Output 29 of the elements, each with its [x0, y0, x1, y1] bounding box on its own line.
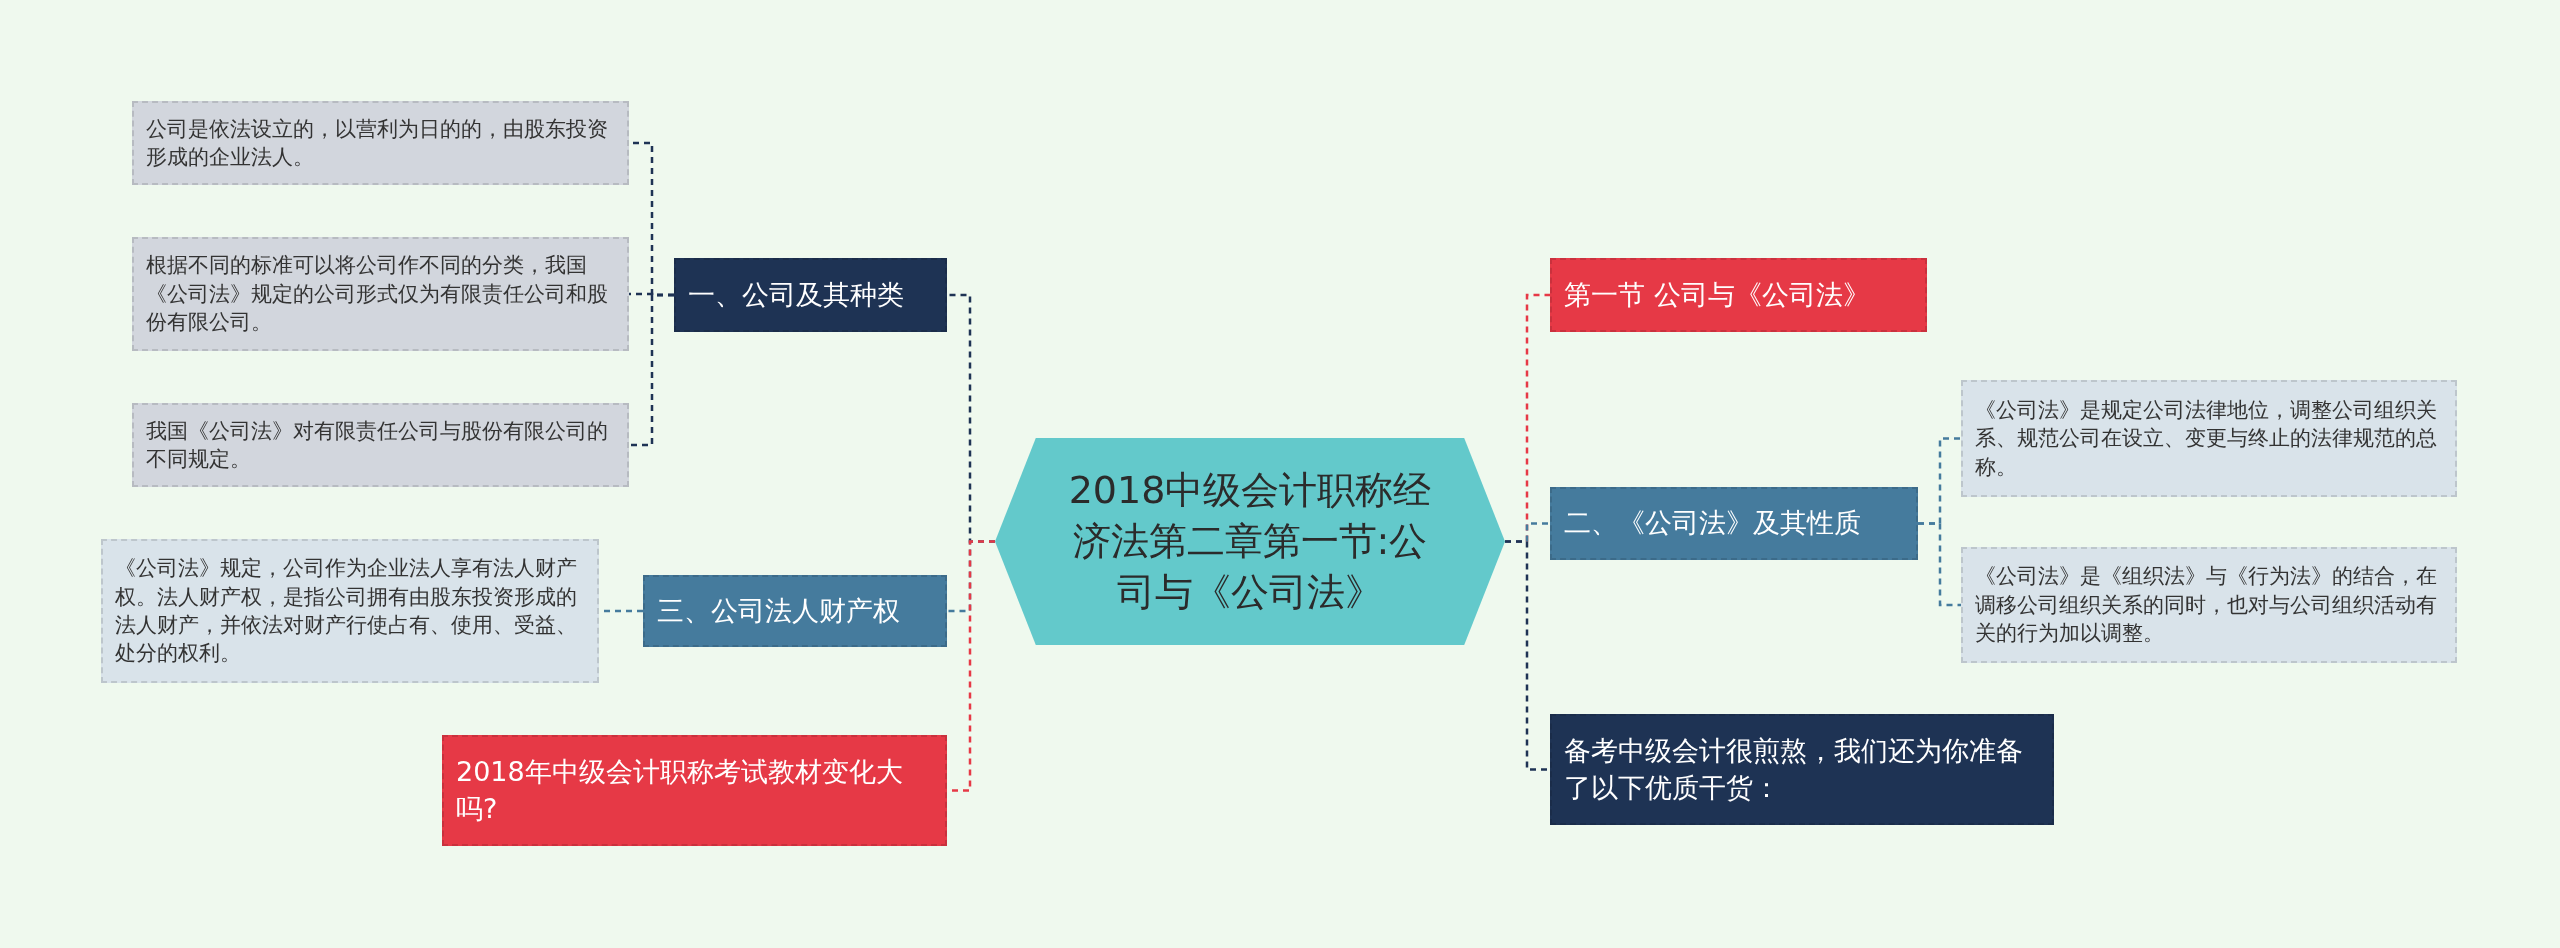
topic-text: 2018年中级会计职称考试教材变化大吗?	[456, 755, 904, 826]
note-box	[1961, 380, 2457, 497]
topic-text: 我国《公司法》对有限责任公司与股份有限公司的不同规定。	[146, 417, 609, 473]
topic-box	[1550, 258, 1927, 332]
topic-text: 三、公司法人财产权	[657, 593, 900, 628]
central-topic-hexagon	[995, 438, 1505, 645]
topic-text: 二、《公司法》及其性质	[1564, 506, 1861, 541]
topic-box	[643, 575, 947, 647]
topic-text: 公司是依法设立的，以营利为日的的，由股东投资形成的企业法人。	[146, 115, 609, 171]
topic-text: 2018中级会计职称经济法第二章第一节:公司与《公司法》	[1067, 466, 1433, 617]
note-box	[132, 403, 629, 487]
connector-line	[629, 293, 674, 447]
topic-text: 《公司法》规定，公司作为企业法人享有法人财产权。法人财产权，是指公司拥有由股东投资形成的法人财产，并依法对财产行使占有、使用、受益、处分的权利。	[115, 555, 578, 668]
note-box	[101, 539, 599, 683]
topic-text: 第一节 公司与《公司法》	[1564, 277, 1870, 312]
connector-line	[1505, 540, 1550, 771]
connector-line	[1918, 522, 1961, 607]
topic-text: 根据不同的标准可以将公司作不同的分类，我国《公司法》规定的公司形式仅为有限责任公司和股份有限公司。	[146, 252, 609, 337]
topic-text: 《公司法》是《组织法》与《行为法》的结合，在调移公司组织关系的同时，也对与公司组织活动有关的行为加以调整。	[1975, 563, 2438, 648]
note-box	[132, 101, 629, 185]
note-box	[132, 237, 629, 351]
topic-box	[674, 258, 947, 332]
topic-box	[1550, 487, 1918, 560]
topic-text: 备考中级会计很煎熬，我们还为你准备了以下优质干货：	[1564, 734, 2024, 805]
topic-box	[1550, 714, 2054, 825]
topic-text: 一、公司及其种类	[688, 277, 904, 312]
note-box	[1961, 547, 2457, 663]
topic-text: 《公司法》是规定公司法律地位，调整公司组织关系、规范公司在设立、变更与终止的法律规范的总称。	[1975, 397, 2438, 481]
topic-box	[442, 735, 947, 846]
